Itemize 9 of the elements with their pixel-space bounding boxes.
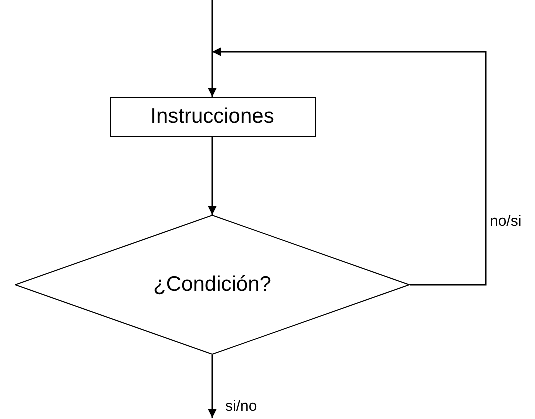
decision-diamond [15,215,410,355]
process-box [110,97,316,137]
node-text: Instrucciones [150,105,274,129]
arrow [212,48,487,286]
arrow [208,355,217,418]
arrow [208,137,217,215]
node-text: ¿Condición? [154,273,272,297]
edge-label: no/si [490,212,522,230]
arrow [208,0,217,97]
